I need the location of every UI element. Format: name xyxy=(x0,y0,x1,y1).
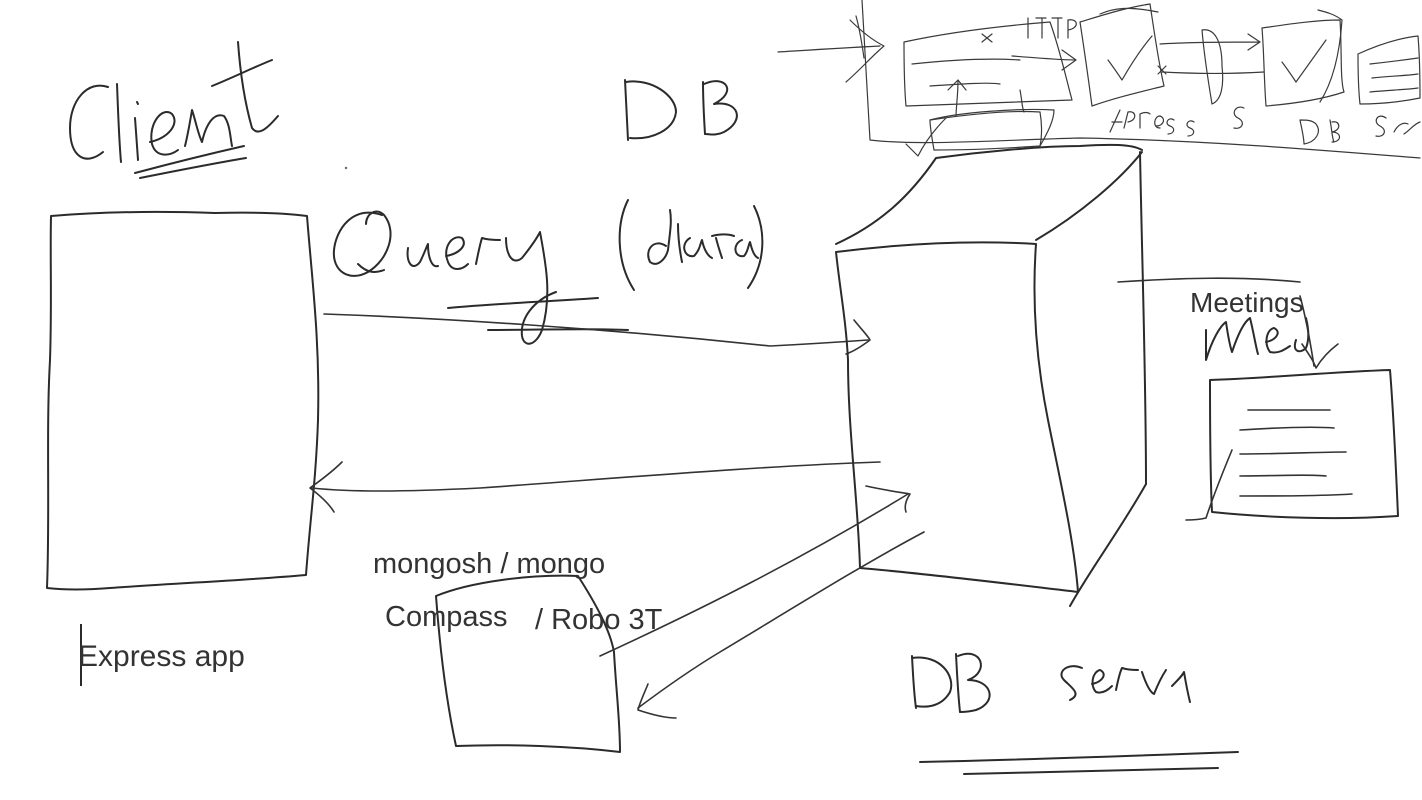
meetings-scribble xyxy=(1205,295,1339,369)
db-server-cube xyxy=(835,143,1301,607)
handwritten-db-server xyxy=(911,652,1239,775)
client-tool-box xyxy=(435,574,621,753)
mini-architecture-sketch xyxy=(777,0,1421,159)
meetings-label: Meetings xyxy=(1190,287,1304,318)
handwritten-query-data xyxy=(332,199,764,345)
robo-3t-label: / Robo 3T xyxy=(535,604,663,636)
text-cursor xyxy=(80,624,82,686)
client-box xyxy=(46,211,320,591)
tools-arrows xyxy=(599,485,925,719)
mongosh-label: mongosh / mongo xyxy=(373,548,606,580)
handwritten-db-top xyxy=(624,79,738,141)
handwritten-client-word xyxy=(69,41,279,179)
express-app-label: Express app xyxy=(78,640,245,673)
stray-dot xyxy=(344,166,348,170)
response-arrow-left xyxy=(309,461,881,513)
compass-label: Compass xyxy=(385,601,508,633)
collection-box xyxy=(1185,369,1399,521)
query-arrow-right xyxy=(323,313,871,355)
